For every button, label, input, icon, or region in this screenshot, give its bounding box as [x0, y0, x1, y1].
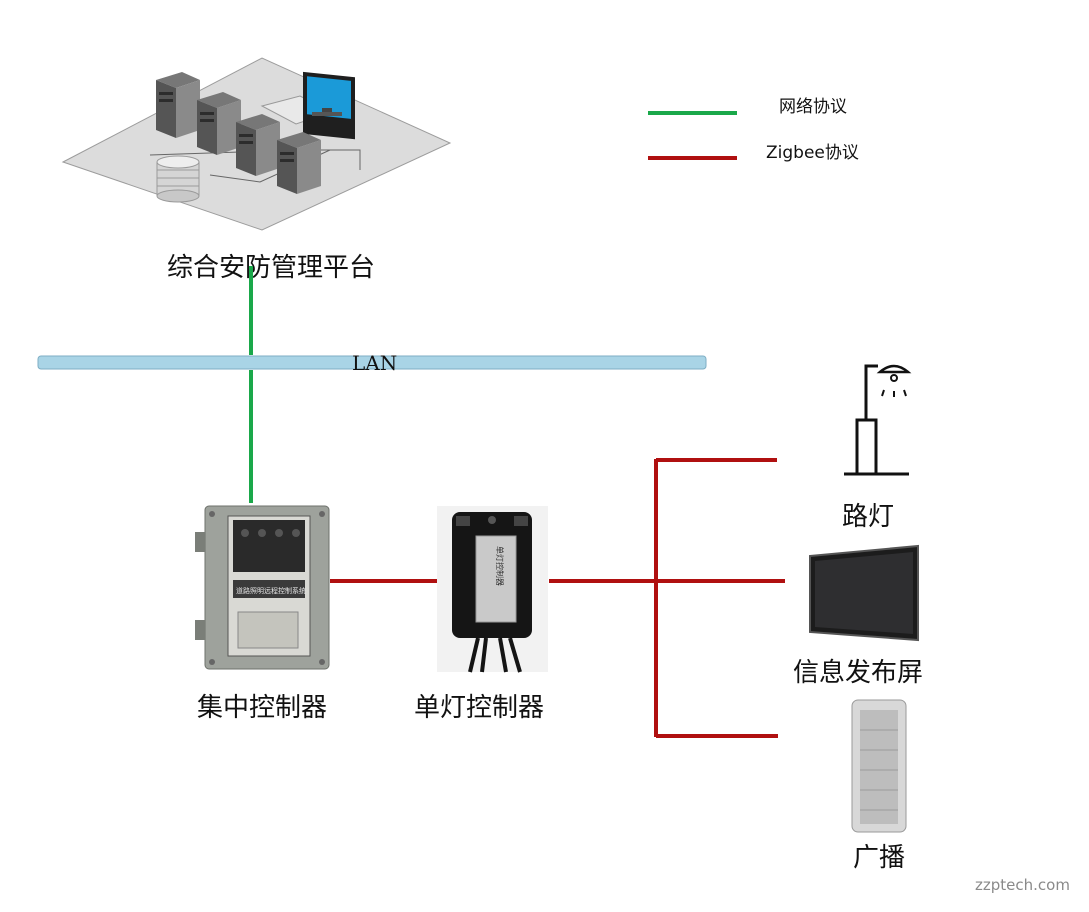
- central-controller-label: 集中控制器: [197, 693, 327, 723]
- platform-illustration: [61, 57, 452, 231]
- server-icon: [197, 92, 241, 155]
- monitor-icon: [303, 71, 355, 140]
- street-lamp-icon: [844, 364, 912, 476]
- single-lamp-controller-device: 单灯控制器: [437, 506, 548, 673]
- speaker-icon: [851, 699, 907, 833]
- watermark: zzptech.com: [975, 876, 1070, 894]
- storage-icon: [156, 155, 200, 203]
- legend-network-label: 网络协议: [779, 97, 847, 117]
- street-lamp-label: 路灯: [842, 502, 894, 532]
- central-controller-device: 道路照明远程控制系统: [195, 505, 330, 670]
- legend-zigbee-label: Zigbee协议: [766, 143, 859, 163]
- server-icon: [277, 132, 321, 194]
- single-lamp-controller-label: 单灯控制器: [414, 693, 544, 723]
- legend: 网络协议 Zigbee协议: [648, 97, 859, 163]
- lamp-controller-tag: 单灯控制器: [495, 546, 505, 586]
- lan-bus: [37, 355, 707, 370]
- server-icon: [156, 72, 200, 138]
- server-icon: [236, 114, 280, 176]
- info-screen-label: 信息发布屏: [793, 658, 923, 688]
- controller-panel-text: 道路照明远程控制系统: [236, 586, 306, 595]
- broadcast-label: 广播: [853, 843, 905, 873]
- lan-label: LAN: [352, 351, 397, 375]
- platform-label: 综合安防管理平台: [167, 253, 375, 283]
- info-screen-icon: [809, 544, 919, 642]
